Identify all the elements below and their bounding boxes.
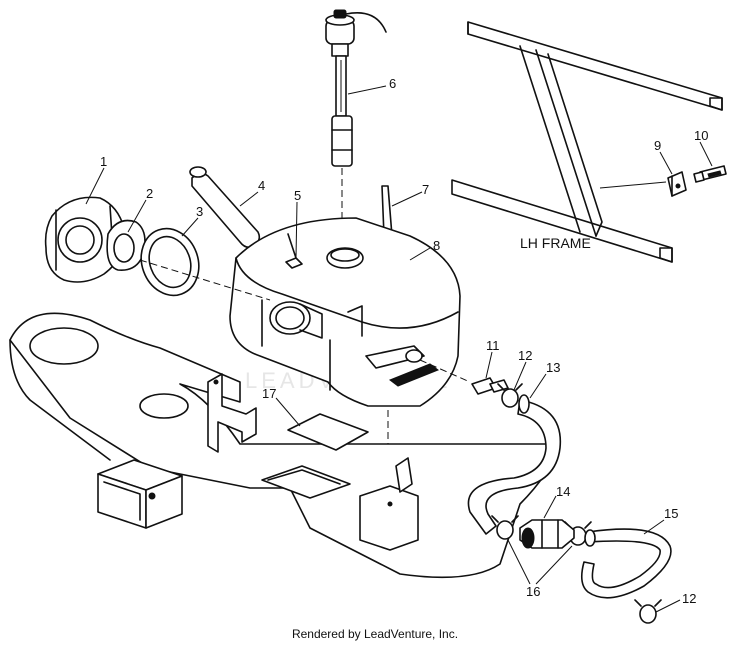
filler-neck-part-2 [106,219,146,271]
fuel-hose-part-15 [580,528,672,599]
lh-frame: LH FRAME [451,21,723,263]
callout-8: 8 [433,238,440,253]
fuel-gauge-part-6 [325,9,387,245]
fitting-part-5 [285,233,303,269]
callout-1: 1 [100,154,107,169]
callout-7: 7 [422,182,429,197]
callout-15: 15 [664,506,678,521]
chassis-frame [9,312,561,579]
cap-alignment-line [139,259,271,301]
leader-lines [85,85,713,613]
callout-10: 10 [694,128,708,143]
hose-clamp-part-12-lower [634,599,662,624]
callout-12-upper: 12 [518,348,532,363]
callout-14: 14 [556,484,570,499]
callout-12-lower: 12 [682,591,696,606]
frame-label: LH FRAME [520,235,591,251]
callout-3: 3 [196,204,203,219]
callout-6: 6 [389,76,396,91]
callout-numbers: 1 2 3 4 5 6 7 8 9 10 11 12 13 14 15 16 1… [100,76,708,606]
pad-part-17 [287,413,369,451]
credit-line: Rendered by LeadVenture, Inc. [291,627,459,641]
callout-2: 2 [146,186,153,201]
callout-13: 13 [546,360,560,375]
mount-bracket-right [359,457,419,551]
callout-16: 16 [526,584,540,599]
mount-bracket-left [207,373,257,453]
callout-11: 11 [486,338,500,353]
callout-9: 9 [654,138,661,153]
hose-clamp-part-12-upper [497,383,523,408]
fuel-filter-part-14 [519,519,575,549]
clamp-part-9 [599,171,687,197]
bolt-part-10 [693,165,727,183]
callout-17: 17 [262,386,276,401]
fuel-hose-part-13 [467,394,562,535]
gasket-part-3 [140,227,200,297]
callout-4: 4 [258,178,265,193]
hose-clamp-part-16-left [491,515,519,540]
callout-5: 5 [294,188,301,203]
fuel-tank-part-8 [229,217,461,407]
fuel-cap-part-1 [44,196,126,283]
